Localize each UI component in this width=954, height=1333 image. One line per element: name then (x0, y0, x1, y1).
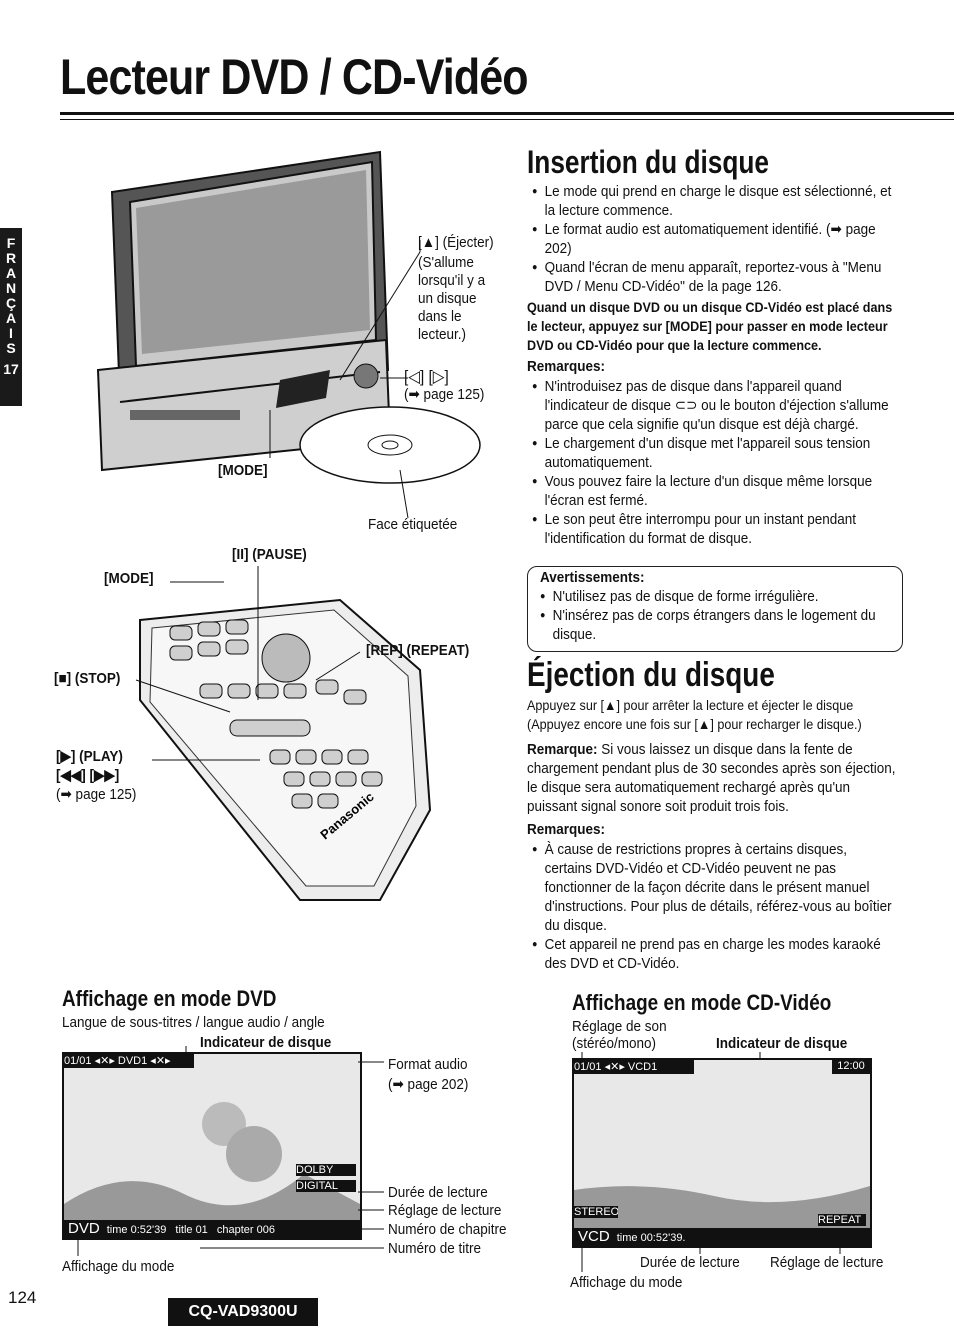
insertion-bullet: Le mode qui prend en charge le disque es… (532, 182, 892, 220)
insertion-bold-note: Quand un disque DVD ou un disque CD-Vidé… (527, 299, 893, 353)
warnings-box (527, 566, 903, 652)
dvd-screen: 01/01 ◂✕▸ DVD1 ◂✕▸ DOLBY DIGITAL DVD tim… (62, 1052, 362, 1240)
language-tab-letter: S (6, 340, 16, 356)
dvd-top-bar: 01/01 ◂✕▸ DVD1 ◂✕▸ (64, 1054, 194, 1068)
vcd-play-setting-label: Réglage de lecture (770, 1254, 884, 1271)
eject-button-label: [▲] (Éjecter) (418, 234, 494, 251)
vcd-play-time-label: Durée de lecture (640, 1254, 740, 1271)
language-tab-letter: R (5, 250, 17, 266)
language-tab-number: 17 (3, 361, 19, 377)
language-tab-letter: I (9, 325, 13, 341)
vcd-mode-indicator: VCD (578, 1228, 610, 1245)
ejection-remarks: À cause de restrictions propres à certai… (532, 840, 892, 973)
vcd-disc-indicator-label: Indicateur de disque (716, 1035, 848, 1052)
digital-badge: DIGITAL (296, 1180, 356, 1192)
eject-note-line: lorsqu'il y a (418, 272, 486, 289)
language-tab-letter: F (6, 235, 16, 251)
skip-buttons-label: [◁] [▷] (404, 367, 449, 386)
mode-button-label: [MODE] (218, 462, 268, 479)
warning-item: N'insérez pas de corps étrangers dans le… (540, 606, 891, 644)
ejection-remark-item: Cet appareil ne prend pas en charge les … (532, 935, 892, 973)
dvd-mode-indicator: DVD (68, 1220, 100, 1237)
remote-mode-label: [MODE] (104, 570, 154, 587)
dvd-title: title 01 (175, 1224, 208, 1236)
dvd-time: time 0:52'39 (106, 1224, 167, 1236)
head-unit-illustration (96, 150, 481, 519)
page-number: 124 (8, 1288, 37, 1307)
dvd-chapter: chapter 006 (216, 1224, 275, 1236)
insertion-heading: Insertion du disque (527, 144, 770, 180)
vcd-sound-label: Réglage de son (572, 1018, 667, 1035)
vcd-mode-display-label: Affichage du mode (570, 1274, 683, 1291)
ejection-intro: Appuyez sur [▲] pour arrêter la lecture … (527, 697, 862, 732)
page-title: Lecteur DVD / CD-Vidéo (60, 49, 529, 105)
audio-format-label: Format audio (388, 1056, 468, 1073)
eject-note-line: dans le (418, 308, 462, 325)
dvd-title-label: Numéro de titre (388, 1240, 482, 1257)
insertion-remark: Vous pouvez faire la lecture d'un disque… (532, 472, 901, 510)
model-badge: CQ-VAD9300U (168, 1298, 318, 1326)
language-tab-letter: A (5, 265, 17, 281)
eject-note-line: un disque (418, 290, 477, 307)
insertion-bullets: Le mode qui prend en charge le disque es… (532, 182, 892, 296)
vcd-stereo-badge: STEREO (574, 1206, 618, 1218)
warnings-heading: Avertissements: (540, 569, 645, 586)
ejection-remarks-heading: Remarques: (527, 821, 606, 838)
language-tab-letter: A (5, 310, 17, 326)
warnings-list: N'utilisez pas de disque de forme irrégu… (540, 587, 891, 644)
repeat-label: [REP] (REPEAT) (366, 642, 470, 659)
ejection-remark: Remarque: Si vous laissez un disque dans… (527, 740, 896, 816)
vcd-sound-label-2: (stéréo/mono) (572, 1035, 657, 1052)
label-side-caption: Face étiquetée (368, 516, 458, 533)
dvd-bottom-bar: DVD time 0:52'39 title 01 chapter 006 (64, 1220, 360, 1238)
insertion-bullet: Le format audio est automatiquement iden… (532, 220, 892, 258)
warning-item: N'utilisez pas de disque de forme irrégu… (540, 587, 891, 606)
insertion-bullet: Quand l'écran de menu apparaît, reportez… (532, 258, 892, 296)
vcd-time: time 00:52'39. (616, 1232, 686, 1244)
insertion-remarks-heading: Remarques: (527, 358, 606, 375)
vcd-clock: 12:00 (832, 1060, 870, 1074)
ejection-remark-text: Si vous laissez un disque dans la fente … (527, 741, 896, 815)
dvd-play-time-label: Durée de lecture (388, 1184, 488, 1201)
language-tab-letter: N (5, 280, 17, 296)
vcd-screen: 01/01 ◂✕▸ VCD1 12:00 STEREO REPEAT VCD t… (572, 1058, 872, 1248)
dvd-play-setting-label: Réglage de lecture (388, 1202, 502, 1219)
audio-format-ref: (➡ page 202) (388, 1076, 469, 1093)
vcd-display-heading: Affichage en mode CD-Vidéo (572, 990, 832, 1015)
vcd-top-bar: 01/01 ◂✕▸ VCD1 (574, 1060, 694, 1074)
language-tab-letter: Ç (5, 295, 17, 311)
skip-ref: (➡ page 125) (404, 386, 485, 403)
ejection-remark-label: Remarque: (527, 741, 598, 758)
ejection-remark-item: À cause de restrictions propres à certai… (532, 840, 892, 935)
dvd-disc-indicator-label: Indicateur de disque (200, 1034, 332, 1051)
vcd-bottom-bar: VCD time 00:52'39. (574, 1228, 870, 1246)
remote-skip-ref: (➡ page 125) (56, 786, 137, 803)
title-rule (60, 112, 954, 115)
stop-label: [■] (STOP) (54, 670, 121, 687)
play-label: [▶] (PLAY) (56, 748, 123, 765)
pause-label: [II] (PAUSE) (232, 546, 307, 563)
remote-leader-lines (135, 566, 361, 761)
eject-note-line: lecteur.) (418, 326, 467, 343)
title-rule-thin (60, 119, 954, 120)
dvd-display-heading: Affichage en mode DVD (62, 986, 277, 1011)
insertion-remark: Le son peut être interrompu pour un inst… (532, 510, 901, 548)
dvd-subtitle-label: Langue de sous-titres / langue audio / a… (62, 1014, 325, 1031)
eject-note-line: (S'allume (418, 254, 474, 271)
insertion-remark: Le chargement d'un disque met l'appareil… (532, 434, 901, 472)
vcd-repeat-badge: REPEAT (818, 1214, 866, 1226)
dolby-badge: DOLBY (296, 1164, 356, 1176)
ejection-heading: Éjection du disque (527, 656, 775, 694)
remote-control-illustration: Panasonic (139, 598, 432, 901)
dvd-mode-display-label: Affichage du mode (62, 1258, 175, 1275)
remote-skip-label: [◀◀] [▶▶] (56, 767, 120, 784)
insertion-remarks: N'introduisez pas de disque dans l'appar… (532, 377, 901, 548)
insertion-remark: N'introduisez pas de disque dans l'appar… (532, 377, 901, 434)
dvd-chapter-label: Numéro de chapitre (388, 1221, 507, 1238)
